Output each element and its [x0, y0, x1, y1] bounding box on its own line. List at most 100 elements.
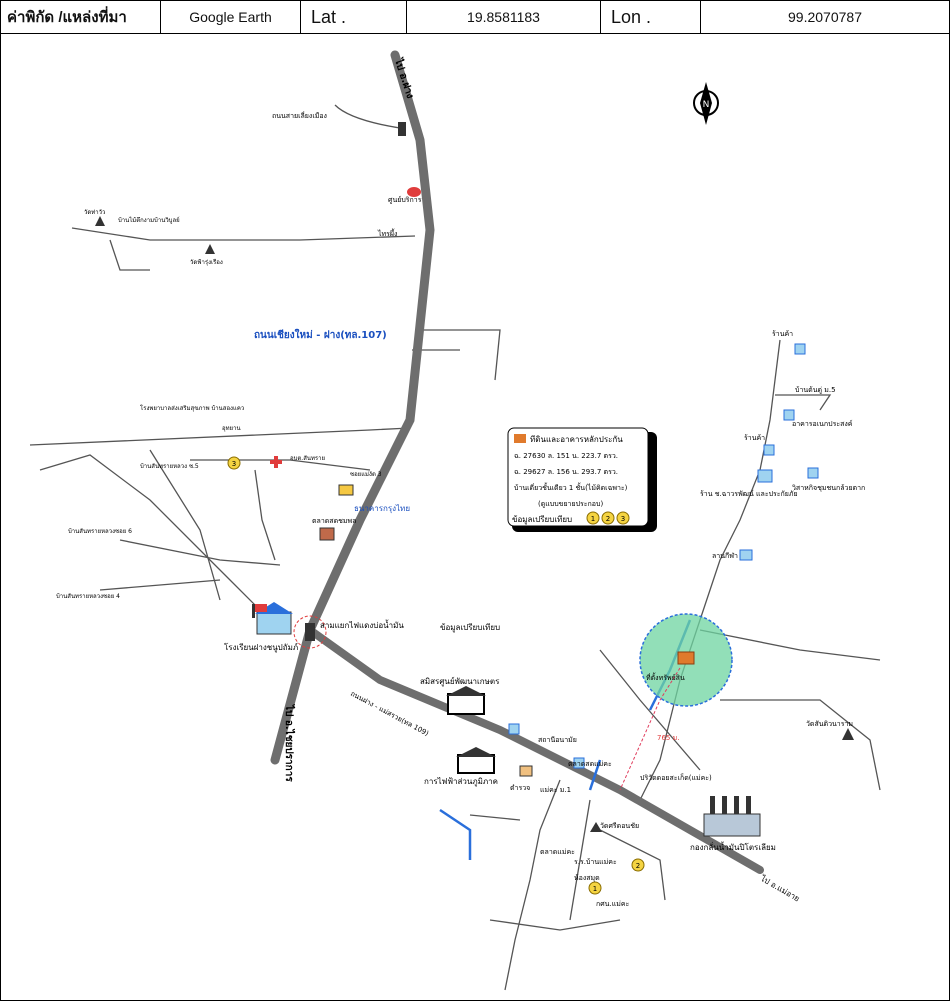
wat-sri-label: วัดศรีดอนชัย — [600, 822, 639, 830]
comparables-label-2: ข้อมูลเปรียบเทียบ — [440, 623, 500, 633]
soi-6-label: บ้านสันทรายหลวงซอย 6 — [68, 528, 132, 535]
legend-line1: ฉ. 27630 ล. 151 น. 223.7 ตรว. — [514, 452, 618, 460]
subject-property-marker — [677, 651, 695, 665]
road-to-maeai-label: ไป อ.แม่อาย — [758, 873, 801, 903]
blue-house-icons — [508, 343, 819, 769]
comparable-2: 2 — [606, 515, 610, 523]
road-west-8 — [254, 469, 276, 561]
distance-label: 765 ม. — [657, 734, 679, 742]
comparable-3-map: 3 — [232, 460, 236, 468]
road-west — [71, 227, 416, 241]
road-west-branch — [109, 239, 150, 271]
temple-right-label: วัดสันติวนาราม — [806, 720, 853, 728]
road-south-4 — [489, 919, 621, 931]
hospital-cross-icon — [270, 456, 282, 468]
maeka-soi-label: ตลาดสดแม่คะ — [568, 760, 612, 768]
river-3 — [439, 808, 472, 860]
police-label: ตำรวจ — [510, 784, 530, 792]
lat-label: Lat . — [301, 1, 407, 33]
village-top-left-label: บ้านไม้ตึกงามบ้านวิบูลย์ — [118, 216, 180, 224]
legend-box: ทีดินและอาคารหลักประกัน ฉ. 27630 ล. 151 … — [507, 427, 657, 532]
school-left-label: อุทยาน — [222, 425, 241, 432]
shop2-label: ร้านค้า — [744, 434, 765, 442]
factory-label: อาคารอเนกประสงค์ — [792, 420, 853, 428]
traffic-light-icon — [305, 623, 315, 641]
legend-title: ทีดินและอาคารหลักประกัน — [530, 435, 623, 444]
legend-line3: บ้านเดี่ยวชั้นเดียว 1 ชั้น(ไม้คิดเฉพาะ) — [514, 481, 628, 492]
shell-label: ศูนย์บริการ — [388, 196, 422, 204]
market-label: ตลาดสดชมพล — [312, 517, 356, 525]
junction-label: สามแยกไฟแดงบ่อน้ำมัน — [320, 619, 404, 630]
road-south-2 — [569, 799, 591, 921]
road-top-left-label: ถนนสายเลี่ยงเมือง — [272, 111, 327, 120]
comparable-1-map: 1 — [593, 885, 597, 893]
soi-4-label: บ้านสันทรายหลวงซอย 4 — [56, 593, 120, 600]
temple-icons — [95, 216, 854, 832]
maeka-school-label: ร.ร.บ้านแม่คะ — [574, 858, 617, 866]
krungthai-label: ธนาคารกรุงไทย — [354, 504, 410, 513]
temple-left2-label: วัดฟ้ารุ่งเรือง — [190, 258, 223, 266]
road-to-chaiprakan-label: ไป อ.ไชยปราการ — [283, 704, 296, 782]
ban-mu5-label: บ้านต้นดู่ ม.5 — [795, 386, 836, 394]
district-office-label: อบต.สันทราย — [290, 455, 325, 462]
shell-icon — [407, 187, 421, 197]
road-to-fang-label: ไป อ.ฝาง — [392, 56, 417, 100]
highway-107 — [270, 50, 435, 765]
health-office-label: กศน.แม่คะ — [596, 900, 630, 908]
police-icon — [519, 765, 533, 777]
lon-label: Lon . — [601, 1, 701, 33]
coord-source-value: Google Earth — [161, 1, 301, 33]
subject-marker-label: ที่ตั้งทรัพย์สิน — [646, 671, 685, 682]
soi-5-label: บ้านสันทรายหลวง ซ.5 — [140, 463, 199, 470]
health-center-label: สถานีอนามัย — [538, 736, 577, 744]
road-west-6 — [99, 579, 221, 591]
road-sw — [599, 649, 701, 771]
road-west-2 — [29, 427, 411, 446]
legend-line2: ฉ. 29627 ล. 156 น. 293.7 ตรว. — [514, 468, 618, 476]
road-west-7 — [190, 459, 371, 471]
market-icon — [319, 527, 335, 541]
road-north-east — [639, 339, 781, 801]
comparable-markers: 1 2 3 3 1 2 — [227, 456, 645, 895]
minor-roads — [29, 104, 881, 991]
road-west-3 — [39, 454, 271, 621]
road-west-4 — [149, 449, 221, 601]
north-arrow-icon: N — [693, 82, 719, 125]
comparable-2-map: 2 — [636, 862, 640, 870]
road-east-4 — [720, 699, 881, 791]
legend-swatch — [514, 434, 526, 443]
oil-company-label: กองกลั่นน้ำมันปิโตรเลียม — [690, 841, 776, 852]
road-small-west — [469, 814, 521, 821]
lon-value: 99.2070787 — [788, 9, 862, 25]
temple-top-left-label: วัดท่าวัว — [84, 209, 105, 216]
road-east-1 — [420, 329, 501, 381]
hall-icon — [446, 686, 486, 715]
road-top-left — [334, 104, 401, 129]
river-2 — [588, 759, 602, 791]
bank-icon — [338, 484, 354, 496]
lat-value: 19.8581183 — [407, 1, 601, 33]
traffic-light-icon-north — [398, 122, 406, 136]
comparable-3: 3 — [621, 515, 625, 523]
soi-small-label: ซอยแม่งัด 3 — [350, 471, 382, 478]
highway-107-label: ถนนเชียงใหม่ - ฝาง(ทล.107) — [254, 328, 387, 341]
coordinate-header: ค่าพิกัด /แหล่งที่มา Google Earth Lat . … — [0, 0, 950, 34]
road-east-3 — [699, 629, 881, 661]
wat-maeka-label: ปริวัดดอยสะเก็ด(แม่คะ) — [640, 773, 712, 782]
pea-label: การไฟฟ้าส่วนภูมิภาค — [424, 777, 498, 787]
road-south-1 — [504, 779, 561, 991]
school-label: โรงเรียนฝางชนูปถัมภ์ — [224, 642, 298, 653]
legend-line4: (ดูแบบขยายประกอบ) — [538, 500, 603, 508]
factory-icon — [703, 796, 761, 837]
pea-icon — [456, 747, 496, 774]
shop-sv-label: ร้าน ช.ฉาวรพัฒน์ และประกัยภัย — [700, 490, 798, 498]
maeka-market-label: ตลาดแม่คะ — [540, 848, 575, 856]
wat-farm-label: วิสาหกิจชุมชนกล้วยตาก — [792, 484, 865, 492]
coord-source-label: ค่าพิกัด /แหล่งที่มา — [1, 1, 161, 33]
hospital-label: โรงพยาบาลส่งเสริมสุขภาพ บ้านสองแคว — [140, 404, 244, 412]
road-west-5 — [119, 539, 281, 566]
comparable-1: 1 — [591, 515, 595, 523]
comparables-label: ข้อมูลเปรียบเทียบ — [512, 515, 572, 525]
maeka-bridge-label: แม่คะ ม.1 — [540, 786, 571, 794]
